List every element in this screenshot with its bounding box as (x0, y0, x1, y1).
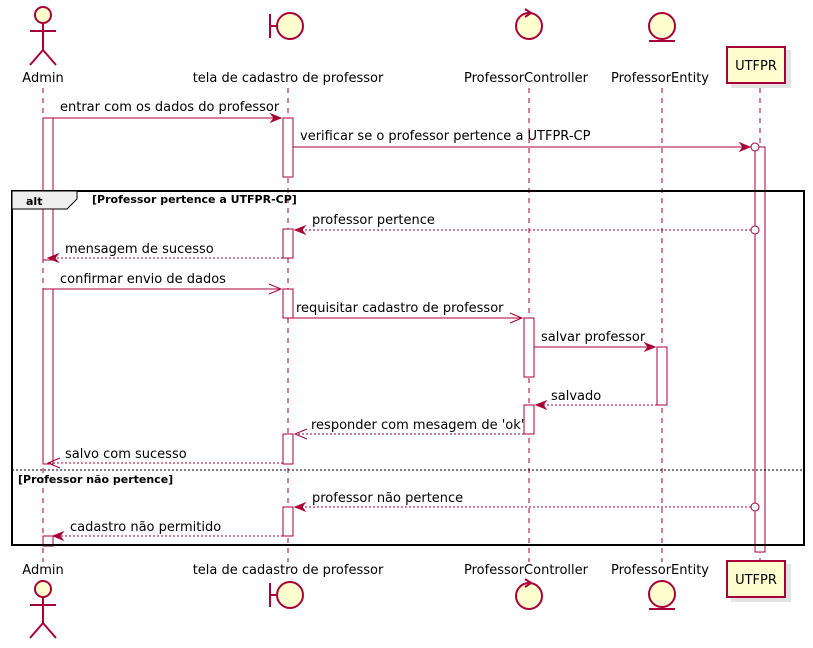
message-8-arrowhead (534, 399, 548, 411)
activation-tela-5 (282, 506, 294, 537)
participant-controller-label-top: ProfessorController (464, 71, 589, 86)
entity-icon (648, 580, 676, 610)
message-9-arrowhead (293, 428, 308, 440)
participant-tela-label-bottom: tela de cadastro de professor (193, 563, 384, 578)
message-2-circle-end (750, 142, 760, 152)
entity-icon (648, 12, 676, 42)
alt-keyword: alt (26, 195, 42, 208)
boundary-icon (269, 581, 304, 609)
message-3-arrowhead (293, 224, 307, 236)
participant-controller-label-bottom: ProfessorController (464, 563, 589, 578)
participant-entity-label-bottom: ProfessorEntity (611, 563, 709, 578)
activation-admin-2 (42, 288, 54, 465)
message-12-label: cadastro não permitido (70, 520, 221, 535)
message-11-label: professor não pertence (312, 491, 463, 506)
message-2: verificar se o professor pertence a UTFP… (293, 129, 760, 153)
message-7-arrowhead (643, 341, 657, 353)
message-9-label: responder com mesagem de 'ok' (311, 418, 524, 433)
actor-icon (29, 6, 57, 66)
message-1-label: entrar com os dados do professor (60, 100, 280, 115)
participant-admin-label-top: Admin (22, 71, 63, 86)
activation-entity-1 (656, 346, 668, 406)
message-3-circle-start (750, 225, 760, 235)
message-10-arrowhead (46, 457, 61, 469)
activation-tela-3 (282, 288, 294, 319)
participants-top: Admin tela de cadastro de professor Prof… (22, 6, 791, 88)
message-12-arrowhead (51, 530, 65, 542)
message-8-label: salvado (551, 389, 601, 404)
actor-icon (29, 580, 57, 639)
message-9: responder com mesagem de 'ok' (293, 418, 524, 440)
message-12: cadastro não permitido (51, 520, 283, 542)
message-1: entrar com os dados do professor (53, 100, 283, 124)
message-10-label: salvo com sucesso (65, 447, 187, 462)
message-5-label: confirmar envio de dados (60, 272, 226, 287)
participants-bottom: Admin tela de cadastro de professor Prof… (22, 560, 791, 639)
activation-tela-4 (282, 433, 294, 465)
message-11-arrowhead (293, 501, 307, 513)
message-4-arrowhead (46, 252, 60, 264)
participant-tela-label-top: tela de cadastro de professor (193, 71, 384, 86)
message-2-arrowhead (738, 141, 752, 153)
message-11: professor não pertence (293, 491, 760, 513)
participant-utfpr-box-bottom: UTFPR (726, 560, 791, 602)
message-5: confirmar envio de dados (53, 272, 283, 295)
alt-else-condition: [Professor não pertence] (18, 473, 173, 486)
activation-controller-1 (523, 317, 535, 378)
alt-frame (11, 190, 805, 546)
participant-entity-label-top: ProfessorEntity (611, 71, 709, 86)
message-4-label: mensagem de sucesso (65, 242, 214, 257)
participant-utfpr-label-top: UTFPR (735, 59, 777, 74)
participant-admin-label-bottom: Admin (22, 563, 63, 578)
message-11-circle-start (750, 502, 760, 512)
activation-bars (42, 117, 766, 553)
message-6-arrowhead (509, 312, 524, 324)
alt-fragment: alt [Professor pertence a UTFPR-CP] [Pro… (11, 190, 805, 546)
activation-tela-2 (282, 228, 294, 259)
messages: entrar com os dados do professor verific… (46, 100, 760, 542)
control-icon (515, 8, 543, 40)
message-3-label: professor pertence (312, 213, 435, 228)
participant-utfpr-label-bottom: UTFPR (735, 573, 777, 588)
message-1-arrowhead (269, 112, 283, 124)
activation-utfpr-1 (754, 146, 766, 553)
alt-keyword-box (11, 190, 78, 210)
message-2-label: verificar se o professor pertence a UTFP… (300, 129, 591, 144)
message-7-label: salvar professor (541, 330, 646, 345)
activation-tela-1 (282, 117, 294, 178)
activation-controller-2 (523, 404, 535, 435)
message-7: salvar professor (534, 330, 657, 353)
activation-admin-1 (42, 117, 54, 261)
message-6-label: requisitar cadastro de professor (296, 301, 504, 316)
message-8: salvado (534, 389, 657, 411)
participant-utfpr-box-top: UTFPR (726, 46, 791, 88)
control-icon (515, 578, 543, 610)
message-6: requisitar cadastro de professor (293, 301, 524, 324)
message-10: salvo com sucesso (46, 447, 283, 469)
message-5-arrowhead (268, 283, 283, 295)
alt-condition: [Professor pertence a UTFPR-CP] (92, 193, 297, 206)
message-3: professor pertence (293, 213, 760, 236)
message-4: mensagem de sucesso (46, 242, 283, 264)
boundary-icon (269, 12, 304, 40)
